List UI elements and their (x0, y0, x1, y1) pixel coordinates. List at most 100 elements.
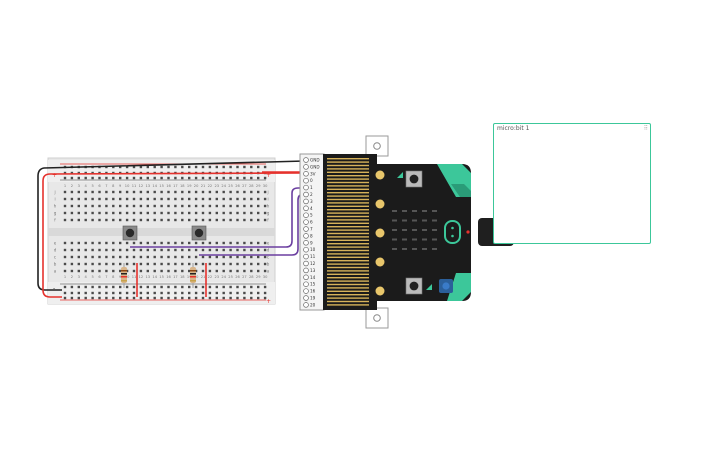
breadboard-hole[interactable] (112, 262, 115, 266)
breadboard-hole[interactable] (229, 190, 232, 194)
breadboard-hole[interactable] (243, 190, 246, 194)
breadboard-hole[interactable] (174, 269, 177, 273)
rail-hole[interactable] (146, 291, 149, 295)
breadboard-hole[interactable] (146, 262, 149, 266)
breadboard-hole[interactable] (208, 255, 212, 259)
breadboard-hole[interactable] (112, 211, 115, 215)
breadboard-hole[interactable] (105, 269, 108, 273)
rail-hole[interactable] (160, 291, 163, 295)
rail-hole[interactable] (112, 291, 115, 295)
breadboard-hole[interactable] (257, 248, 260, 252)
breadboard-hole[interactable] (167, 211, 170, 215)
breadboard-hole[interactable] (208, 248, 212, 252)
breadboard-hole[interactable] (77, 218, 80, 222)
breadboard-hole[interactable] (125, 190, 129, 194)
rail-hole[interactable] (201, 296, 205, 300)
edge-connector-pin[interactable] (303, 171, 309, 177)
breadboard-hole[interactable] (236, 269, 239, 273)
breadboard-hole[interactable] (125, 248, 129, 252)
rail-hole[interactable] (257, 165, 260, 169)
rail-hole[interactable] (132, 291, 136, 295)
breadboard-hole[interactable] (181, 255, 184, 259)
breadboard-hole[interactable] (229, 255, 232, 259)
rail-hole[interactable] (201, 285, 205, 289)
breadboard-hole[interactable] (250, 197, 253, 201)
rail-hole[interactable] (63, 285, 67, 289)
breadboard-hole[interactable] (125, 204, 129, 208)
breadboard-hole[interactable] (77, 255, 80, 259)
rail-hole[interactable] (70, 296, 74, 300)
rail-hole[interactable] (222, 291, 225, 295)
rail-hole[interactable] (194, 165, 198, 169)
rail-hole[interactable] (229, 296, 232, 300)
breadboard-hole[interactable] (70, 204, 74, 208)
breadboard-hole[interactable] (153, 197, 156, 201)
rail-hole[interactable] (215, 291, 218, 295)
rail-hole[interactable] (243, 296, 246, 300)
rail-hole[interactable] (222, 165, 225, 169)
breadboard-hole[interactable] (229, 218, 232, 222)
breadboard-hole[interactable] (146, 255, 149, 259)
breadboard-hole[interactable] (201, 241, 205, 245)
breadboard-hole[interactable] (132, 197, 136, 201)
breadboard-hole[interactable] (139, 269, 143, 273)
rail-hole[interactable] (112, 165, 115, 169)
breadboard-hole[interactable] (194, 248, 198, 252)
breadboard-hole[interactable] (139, 218, 143, 222)
breadboard-hole[interactable] (257, 190, 260, 194)
breadboard-hole[interactable] (188, 218, 191, 222)
breadboard-hole[interactable] (181, 204, 184, 208)
breadboard-hole[interactable] (263, 262, 267, 266)
breadboard-hole[interactable] (243, 241, 246, 245)
breadboard-hole[interactable] (229, 241, 232, 245)
breadboard-hole[interactable] (263, 190, 267, 194)
breadboard-hole[interactable] (105, 241, 108, 245)
breadboard-hole[interactable] (181, 269, 184, 273)
rail-hole[interactable] (263, 285, 267, 289)
breadboard-hole[interactable] (84, 204, 87, 208)
rail-hole[interactable] (63, 291, 67, 295)
breadboard-hole[interactable] (188, 255, 191, 259)
rail-hole[interactable] (194, 285, 198, 289)
breadboard-hole[interactable] (139, 262, 143, 266)
breadboard-hole[interactable] (70, 197, 74, 201)
breadboard-hole[interactable] (119, 190, 122, 194)
breadboard-hole[interactable] (112, 255, 115, 259)
rail-hole[interactable] (153, 296, 156, 300)
rail-hole[interactable] (91, 291, 94, 295)
breadboard-hole[interactable] (105, 190, 108, 194)
breadboard-hole[interactable] (132, 211, 136, 215)
breadboard-hole[interactable] (98, 262, 101, 266)
wire-black-gnd[interactable] (37, 160, 306, 291)
rail-hole[interactable] (132, 176, 136, 180)
breadboard-hole[interactable] (160, 269, 163, 273)
breadboard-hole[interactable] (257, 204, 260, 208)
edge-connector-pin[interactable] (303, 205, 309, 212)
breadboard-hole[interactable] (250, 262, 253, 266)
breadboard-hole[interactable] (63, 262, 67, 266)
rail-hole[interactable] (84, 291, 87, 295)
breadboard-hole[interactable] (105, 197, 108, 201)
breadboard-hole[interactable] (125, 211, 129, 215)
breadboard-hole[interactable] (70, 218, 74, 222)
rail-hole[interactable] (257, 285, 260, 289)
breadboard-hole[interactable] (236, 190, 239, 194)
breadboard-hole[interactable] (201, 197, 205, 201)
breadboard-hole[interactable] (105, 218, 108, 222)
rail-hole[interactable] (167, 291, 170, 295)
rail-hole[interactable] (125, 285, 129, 289)
breadboard-hole[interactable] (153, 262, 156, 266)
breadboard-hole[interactable] (119, 255, 122, 259)
rail-hole[interactable] (167, 285, 170, 289)
breadboard-hole[interactable] (132, 204, 136, 208)
breadboard-hole[interactable] (105, 255, 108, 259)
breadboard-hole[interactable] (188, 248, 191, 252)
breadboard-hole[interactable] (222, 211, 225, 215)
breadboard-hole[interactable] (146, 269, 149, 273)
rail-hole[interactable] (91, 296, 94, 300)
pushbutton-2-cap[interactable] (194, 228, 204, 238)
rail-hole[interactable] (201, 291, 205, 295)
breadboard-hole[interactable] (215, 269, 218, 273)
rail-hole[interactable] (188, 176, 191, 180)
breadboard-hole[interactable] (194, 218, 198, 222)
